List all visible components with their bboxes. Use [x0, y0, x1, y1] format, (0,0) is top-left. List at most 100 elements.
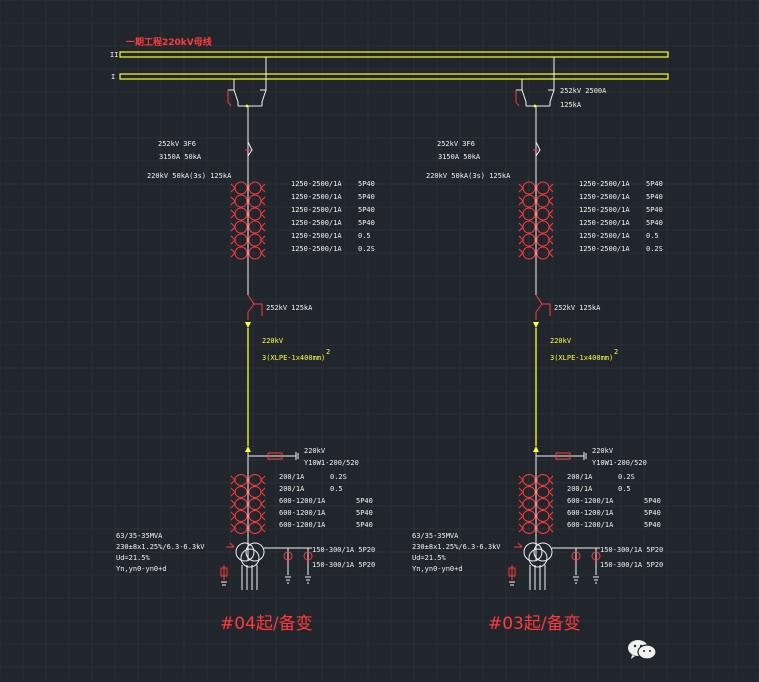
ct-core-left — [234, 194, 248, 208]
transformer-ratio: 230±8x1.25%/6.3-6.3kV — [116, 543, 205, 551]
wechat-logo-icon — [628, 640, 657, 660]
lv-ct-core-right — [248, 498, 262, 510]
ct-winding — [518, 209, 554, 219]
ground-symbol — [509, 581, 515, 586]
ct-class: 5P40 — [646, 219, 663, 227]
transformer-capacity: 63/35-35MVA — [412, 532, 459, 540]
cable-spec: 3(XLPE-1x400mm) — [550, 354, 613, 362]
ct-winding — [230, 183, 266, 193]
lv-ct-class: 5P40 — [356, 509, 373, 517]
earth-switch — [227, 90, 232, 107]
lv-ct-class: 5P40 — [644, 521, 661, 529]
cable-sup: 2 — [614, 348, 618, 356]
ct-class: 0.2S — [646, 245, 663, 253]
neutral-reactor — [220, 567, 228, 577]
ct-core-left — [234, 207, 248, 221]
arrester-body — [555, 452, 571, 460]
breaker-short-circuit: 220kV 50kA(3s) 125kA — [426, 172, 511, 180]
ct-class: 5P40 — [358, 180, 375, 188]
arrester-voltage: 220kV — [592, 447, 614, 455]
lv-ct-core-right — [536, 474, 550, 486]
ct-class: 5P40 — [358, 193, 375, 201]
earth-switch-line — [254, 303, 263, 316]
ct-class: 0.5 — [646, 232, 659, 240]
caption-04: #04起/备变 — [220, 614, 313, 634]
lv-ct-ratio: 200/1A — [567, 473, 593, 481]
lv-ct-core-right — [536, 522, 550, 534]
disconnector-II — [548, 89, 555, 106]
lv-ct-core-left — [234, 510, 248, 522]
ct-winding — [230, 196, 266, 206]
neutral-ct — [591, 551, 601, 561]
lv-ct-core-right — [248, 486, 262, 498]
cable-voltage: 220kV — [262, 337, 284, 345]
breaker-current: 3150A 50kA — [159, 153, 202, 161]
busbar-I[interactable]: I — [111, 73, 669, 81]
cable-head-bottom — [245, 446, 251, 452]
busbar-II[interactable]: II — [110, 51, 669, 59]
disconnector-II — [260, 89, 267, 106]
lv-ct-winding — [518, 523, 554, 533]
lv-ct-core-right — [536, 486, 550, 498]
disconnector-I — [516, 89, 527, 106]
lv-ct-class: 0.5 — [618, 485, 631, 493]
breaker-contact — [247, 141, 253, 157]
ground-symbol — [593, 576, 599, 584]
breaker-contact — [535, 141, 541, 157]
lv-ct-class: 0.2S — [330, 473, 347, 481]
lv-ct-ratio: 200/1A — [567, 485, 593, 493]
ct-core-right — [248, 194, 262, 208]
ct-ratio: 1250-2500/1A — [579, 245, 630, 253]
lv-ct-winding — [230, 511, 266, 521]
lv-ct-core-right — [248, 510, 262, 522]
lv-ct-winding — [230, 499, 266, 509]
ct-class: 5P40 — [358, 206, 375, 214]
ct-core-right — [536, 220, 550, 234]
disconnector-I — [228, 89, 239, 106]
transformer-impedance: Ud=21.5% — [116, 554, 151, 562]
ct-class: 0.2S — [358, 245, 375, 253]
transformer-lv-winding — [245, 542, 265, 562]
transformer-neutral — [514, 542, 523, 548]
line-disconnector — [247, 294, 255, 320]
ct-class: 5P40 — [358, 219, 375, 227]
neutral-ct-label: 150-300/1A 5P20 — [600, 561, 663, 569]
ct-core-left — [234, 233, 248, 247]
disconnector-rating: 252kV 125kA — [554, 304, 601, 312]
transformer-third-winding — [240, 548, 260, 568]
lv-ct-ratio: 600-1200/1A — [567, 521, 614, 529]
ct-ratio: 1250-2500/1A — [579, 219, 630, 227]
ct-winding — [518, 183, 554, 193]
lv-ct-ratio: 600-1200/1A — [567, 497, 614, 505]
neutral-reactor — [508, 567, 516, 577]
transformer-vector-group: Yn,yn0-yn0+d — [412, 565, 463, 573]
transformer-vector-group: Yn,yn0-yn0+d — [116, 565, 167, 573]
transformer-lv-winding — [533, 542, 553, 562]
ground-symbol — [305, 576, 311, 584]
lv-ct-class: 5P40 — [644, 509, 661, 517]
ct-ratio: 1250-2500/1A — [291, 180, 342, 188]
ground-symbol — [285, 576, 291, 584]
lv-ct-winding — [230, 523, 266, 533]
ct-core-right — [536, 233, 550, 247]
neutral-ct — [283, 551, 293, 561]
lv-ct-winding — [518, 511, 554, 521]
transformer-hv-winding — [523, 542, 543, 562]
lv-ct-core-left — [234, 498, 248, 510]
lv-ct-core-left — [234, 474, 248, 486]
line-disconnector — [535, 294, 543, 320]
lv-ct-core-right — [248, 522, 262, 534]
transformer-third-winding — [528, 548, 548, 568]
ct-ratio: 1250-2500/1A — [579, 193, 630, 201]
ct-core-right — [536, 207, 550, 221]
lv-ct-class: 0.2S — [618, 473, 635, 481]
cable-head-top — [533, 322, 539, 328]
ground-symbol — [221, 581, 227, 586]
ct-ratio: 1250-2500/1A — [291, 206, 342, 214]
lv-ct-winding — [518, 487, 554, 497]
busbar-II-label: II — [110, 51, 118, 59]
